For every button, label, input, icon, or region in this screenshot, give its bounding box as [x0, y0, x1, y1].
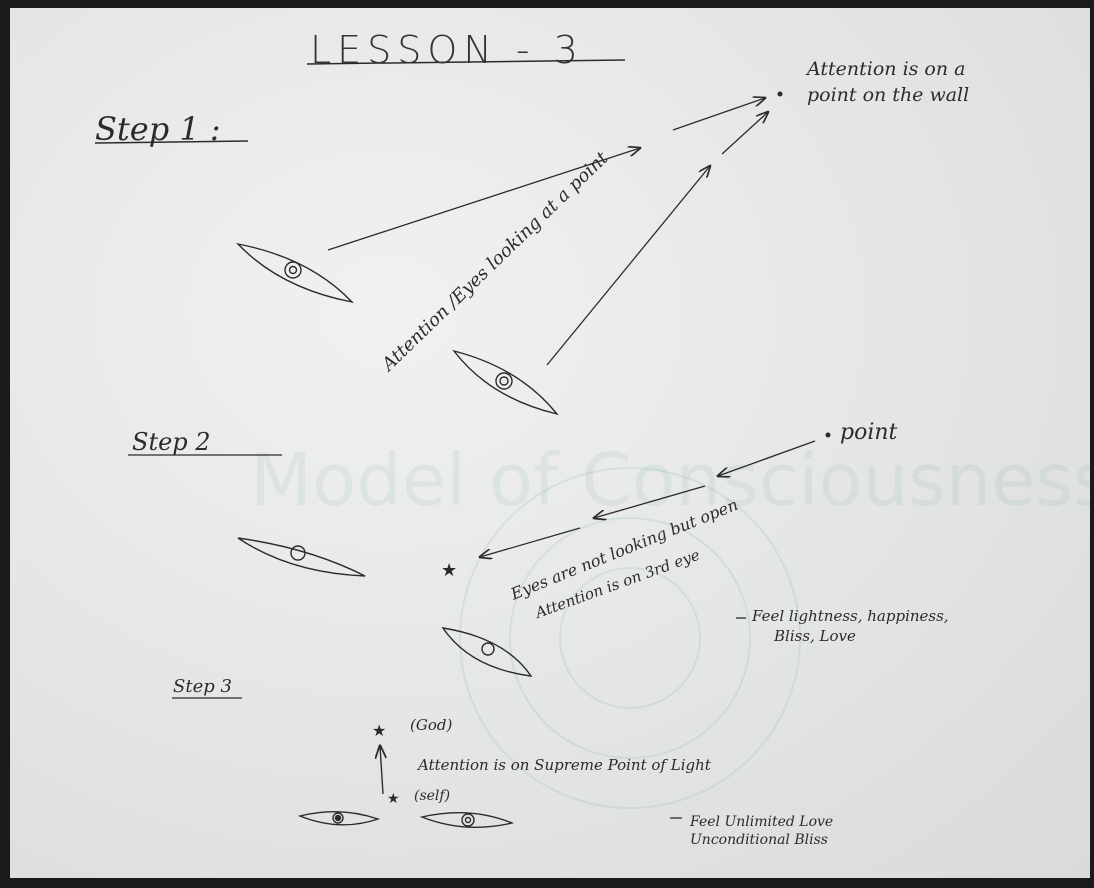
step3-feel-line2: Unconditional Bliss: [690, 832, 828, 848]
god-label: (God): [410, 716, 453, 734]
show-through-watermark: Model of Consciousness: [250, 438, 1090, 522]
wall-note-line1: Attention is on a: [807, 58, 966, 80]
step2-feel-line1: Feel lightness, happiness,: [752, 607, 949, 625]
step3-upward-arrow: [380, 746, 383, 795]
title-underline: [306, 59, 626, 65]
supreme-point-note: Attention is on Supreme Point of Light: [418, 756, 711, 774]
wall-point-dot: [777, 91, 783, 97]
show-through-circles: [459, 467, 801, 809]
step1-eye-left: [235, 242, 355, 304]
wall-note: Attention is on a point on the wall: [807, 56, 969, 108]
step3-feel-note: Feel Unlimited Love Unconditional Bliss: [690, 813, 833, 849]
step2-arrows: [480, 440, 816, 557]
step2-point-dot: [825, 432, 831, 438]
sketch-layer: ★ ★ ★: [94, 59, 831, 829]
page-title: LESSON - 3: [310, 28, 584, 72]
step2-point-label: point: [840, 420, 898, 445]
step1-heading: Step 1 :: [95, 110, 221, 148]
step2-feel-note: Feel lightness, happiness, Bliss, Love: [752, 606, 949, 646]
wall-note-line2: point on the wall: [807, 84, 970, 106]
step3-eye-right: [419, 811, 515, 829]
step1-arrows: [327, 98, 768, 366]
self-label: (self): [414, 788, 451, 804]
step2-feel-line2: Bliss, Love: [774, 627, 856, 645]
step3-eye-left: [297, 810, 381, 826]
notebook-page: Model of Consciousness: [10, 8, 1090, 878]
step2-eye-right: [441, 627, 533, 677]
step3-heading: Step 3: [173, 676, 232, 697]
third-eye-star-icon: ★: [441, 560, 457, 581]
step3-feel-line1: Feel Unlimited Love: [690, 814, 834, 830]
step1-eye-right: [452, 349, 559, 416]
step2-heading: Step 2: [132, 428, 211, 456]
step2-eye-left: [237, 537, 366, 577]
step1-underline: [94, 140, 249, 144]
god-star-icon: ★: [372, 721, 386, 740]
self-star-icon: ★: [387, 791, 400, 807]
